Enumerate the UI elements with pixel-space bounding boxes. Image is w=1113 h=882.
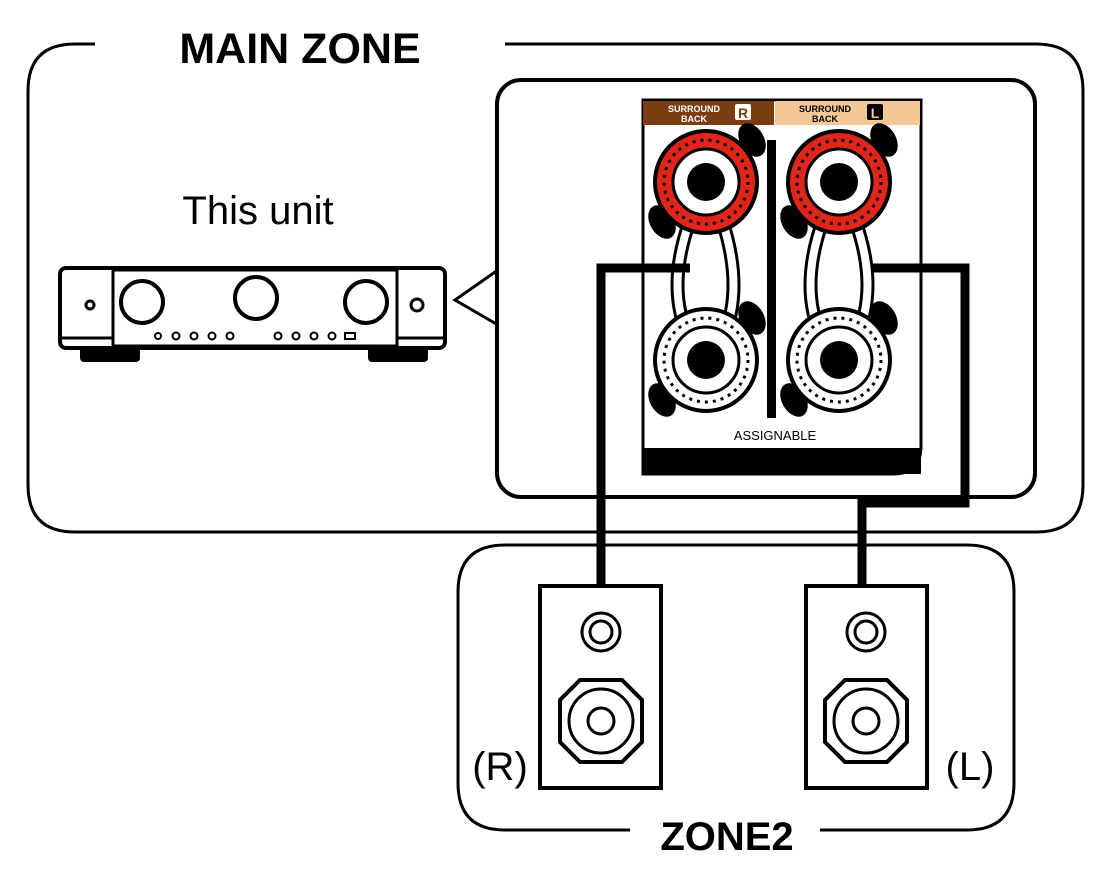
label-bg-surround-back-r [643, 101, 774, 125]
main-zone-title: MAIN ZONE [179, 25, 420, 73]
surround-back-l-line2: BACK [812, 114, 838, 124]
speaker-terminal-panel: SURROUND BACK R SURROUND BACK L [641, 98, 923, 476]
volume-knob-icon [119, 279, 165, 325]
zone2-frame [456, 543, 1016, 832]
cable-to-left-speaker [857, 263, 970, 590]
terminal-l-positive [780, 123, 898, 239]
zone2-title: ZONE2 [660, 815, 793, 859]
surround-back-l-line1: SURROUND [799, 104, 852, 114]
terminal-r-negative [648, 301, 766, 417]
terminal-l-negative [780, 301, 898, 417]
label-bg-surround-back-l [775, 101, 920, 125]
speaker-left-label: (L) [946, 745, 995, 789]
terminal-r-positive [648, 123, 766, 239]
speaker-right-label: (R) [472, 745, 528, 789]
speaker-left [804, 584, 929, 790]
cable-to-right-speaker [596, 263, 690, 590]
main-zone-frame [26, 42, 1085, 534]
speaker-right [538, 584, 663, 790]
unit-label: This unit [182, 189, 333, 233]
channel-l-badge: L [871, 105, 880, 121]
surround-back-r-line1: SURROUND [668, 104, 721, 114]
master-knob-icon [343, 279, 389, 325]
channel-r-badge: R [738, 105, 748, 121]
callout-wedge [452, 268, 499, 327]
surround-back-r-line2: BACK [681, 114, 707, 124]
av-receiver [58, 266, 447, 362]
assignable-label: ASSIGNABLE [734, 428, 817, 443]
source-knob-icon [233, 275, 279, 321]
